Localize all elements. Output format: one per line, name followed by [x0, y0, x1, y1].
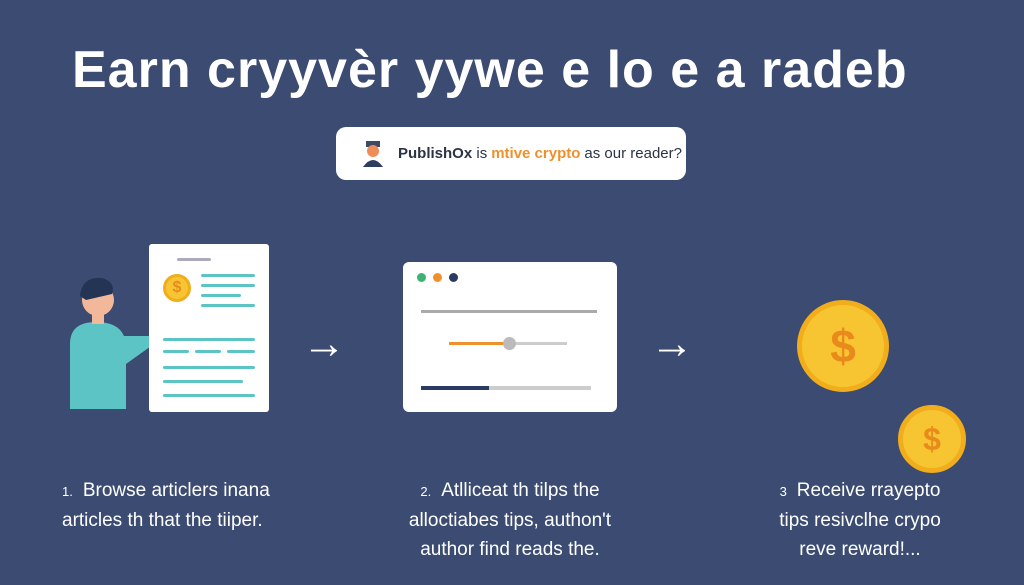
step-2: 2.Atlliceat th tilps the alloctiabes tip… — [408, 480, 612, 560]
window-dot-icon — [417, 273, 426, 282]
banner-brand: PublishOx — [398, 145, 473, 162]
banner-highlight: mtive crypto — [491, 145, 581, 162]
coin-icon: $ — [898, 405, 966, 473]
article-document-illustration: $ — [149, 244, 269, 412]
arrow-icon: → — [302, 319, 346, 368]
banner-text: is — [476, 145, 488, 162]
progress-bar — [421, 386, 591, 390]
coin-icon: $ — [797, 300, 889, 392]
step-1: 1.Browse articlers inana articles th tha… — [62, 480, 270, 531]
banner-rest: as our reader? — [584, 145, 682, 162]
coin-icon: $ — [163, 274, 191, 302]
reader-person-illustration — [70, 277, 154, 409]
tip-slider[interactable] — [449, 337, 567, 350]
page-title: Earn cryyvèr yywe e lo e a radeb — [72, 41, 908, 99]
reader-avatar-icon — [363, 140, 383, 167]
tip-window-illustration — [403, 262, 617, 412]
window-dot-icon — [433, 273, 442, 282]
arrow-icon: → — [650, 319, 694, 368]
window-dot-icon — [449, 273, 458, 282]
